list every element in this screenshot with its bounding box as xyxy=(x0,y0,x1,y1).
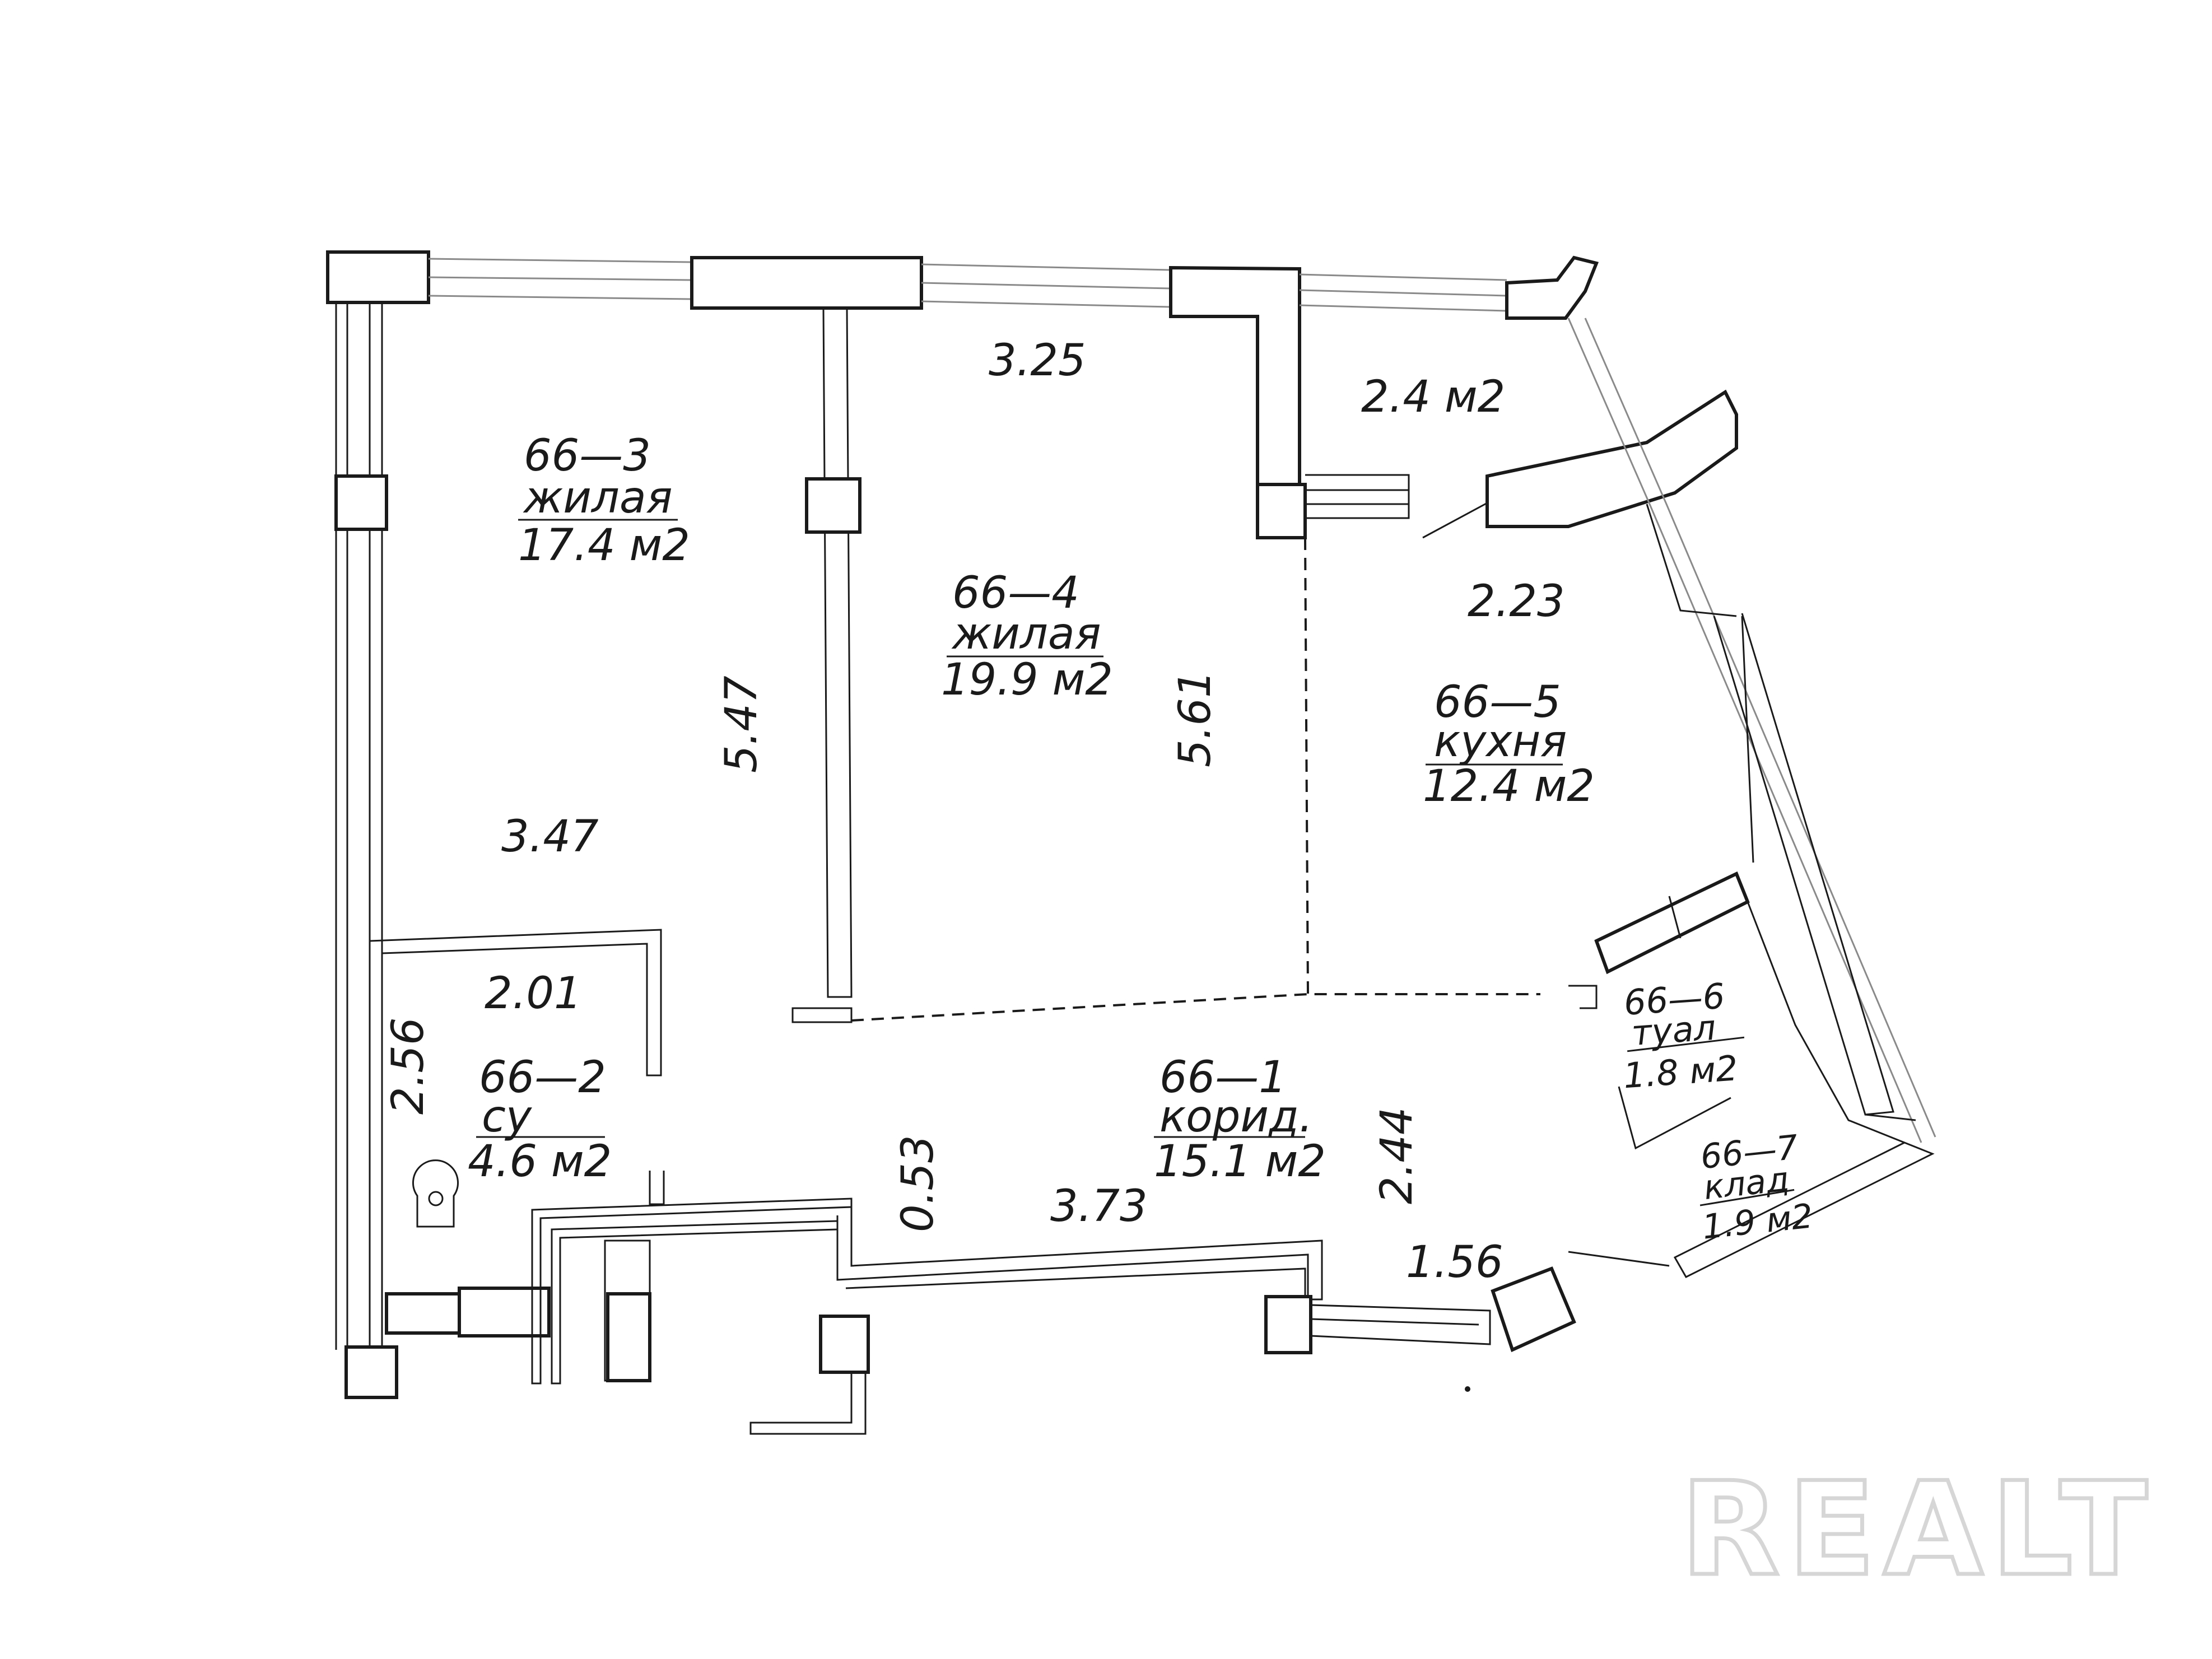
corridor-right-wall xyxy=(1310,1304,1491,1345)
room-area: 12.4 м2 xyxy=(1423,761,1595,812)
balcony-corner xyxy=(1505,255,1599,320)
bathroom-top-wall xyxy=(369,929,662,1077)
label-underline xyxy=(1699,1189,1795,1206)
corridor-right-pier xyxy=(1264,1295,1312,1354)
dimension-3-25: 3.25 xyxy=(989,335,1086,386)
dimension-2-23: 2.23 xyxy=(1468,576,1565,627)
bath-fixture-b xyxy=(458,1287,551,1338)
room-66-2-label: 66—2 су 4.6 м2 xyxy=(468,1052,612,1187)
door-swing xyxy=(1422,497,1496,539)
room-66-3-label: 66—3 жилая 17.4 м2 xyxy=(518,431,690,571)
dimension-1-56: 1.56 xyxy=(1406,1237,1503,1288)
entrance-wall-2 xyxy=(551,1220,839,1385)
room-name: корид. xyxy=(1159,1092,1313,1142)
left-wall xyxy=(334,302,398,1399)
wc-top-wall xyxy=(1594,871,1750,975)
dimension-5-61: 5.61 xyxy=(1170,670,1221,767)
entrance-door-jamb xyxy=(749,1372,867,1435)
dimension-0-53: 0.53 xyxy=(893,1135,943,1232)
room-area: 1.8 м2 xyxy=(1622,1047,1739,1096)
balcony-area: 2.4 м2 xyxy=(1361,372,1505,422)
entrance-wall-1 xyxy=(531,1197,853,1385)
dimension-2-44: 2.44 xyxy=(1372,1107,1422,1204)
room-area: 19.9 м2 xyxy=(941,655,1113,705)
right-wall xyxy=(1567,318,1936,1143)
room-area: 15.1 м2 xyxy=(1154,1136,1326,1187)
realt-watermark: REALT xyxy=(1680,1455,2155,1605)
balcony-door-pier xyxy=(1256,483,1307,539)
room-code: 66—2 xyxy=(479,1052,606,1103)
room-name: жилая xyxy=(951,609,1101,659)
bath-fixture-a xyxy=(385,1292,461,1335)
door-swing-closet xyxy=(1568,1251,1670,1267)
room-area: 17.4 м2 xyxy=(518,520,690,571)
sink-icon xyxy=(412,1159,459,1228)
label-underline xyxy=(1627,1036,1745,1052)
wc-door-jamb xyxy=(1568,985,1598,1009)
partition-line xyxy=(822,307,853,998)
left-bottom-pier xyxy=(344,1345,398,1399)
partition-foot xyxy=(791,1007,853,1023)
top-wall xyxy=(326,250,1599,486)
bathroom-door-jamb xyxy=(649,1171,665,1205)
corridor-right-corner xyxy=(1491,1266,1576,1353)
entrance-pier xyxy=(819,1315,870,1374)
wall-pier-top-middle xyxy=(690,256,923,310)
room-code: 66—5 xyxy=(1434,677,1561,728)
room-66-4-label: 66—4 жилая 19.9 м2 xyxy=(941,568,1113,705)
wall-pier-top-left xyxy=(326,250,430,304)
room-code: 66—6 xyxy=(1623,976,1726,1023)
right-wall-inner xyxy=(1646,504,1916,1121)
window-top-middle xyxy=(921,263,1171,308)
dimension-3-47: 3.47 xyxy=(501,812,599,862)
entrance-block xyxy=(531,1197,1670,1435)
dimension-3-73: 3.73 xyxy=(1050,1181,1148,1232)
shaft-1-fill xyxy=(606,1292,651,1382)
room-66-6-label: 66—6 туал 1.8 м2 xyxy=(1622,976,1745,1096)
window-top-left xyxy=(428,258,692,300)
left-wall-pier xyxy=(334,474,388,531)
room-name: кухня xyxy=(1434,716,1567,767)
left-wall-lines xyxy=(335,302,383,1350)
dashed-line-4-5 xyxy=(1304,537,1309,995)
room-code: 66—4 xyxy=(952,568,1079,618)
wc-closet-block xyxy=(1568,871,1935,1278)
kitchen-window-pier xyxy=(1485,389,1738,528)
sink-drain xyxy=(428,1191,444,1206)
room-name: жилая xyxy=(523,473,673,523)
corridor-bottom-wall xyxy=(836,1199,1323,1301)
scan-speck xyxy=(1465,1386,1470,1392)
wc-lower-wall xyxy=(1618,1086,1731,1150)
wall-pier-top-right xyxy=(1169,265,1301,486)
partition-pier xyxy=(805,477,861,534)
balcony-door-frame xyxy=(1305,474,1410,519)
room-code: 66—1 xyxy=(1159,1052,1287,1103)
room-name: су xyxy=(482,1092,533,1142)
room-66-1-label: 66—1 корид. 15.1 м2 xyxy=(1154,1052,1326,1187)
right-wall-step xyxy=(1741,616,1754,863)
dimension-5-47: 5.47 xyxy=(716,675,767,773)
room-code: 66—3 xyxy=(524,431,651,481)
room-name: клад xyxy=(1702,1159,1791,1208)
corridor-bottom-inner xyxy=(845,1267,1306,1299)
closet-walls xyxy=(1673,901,1935,1278)
room-name: туал xyxy=(1630,1007,1717,1054)
dimension-2-01: 2.01 xyxy=(485,968,582,1019)
balcony-door xyxy=(1256,389,1738,539)
room-66-5-label: 66—5 кухня 12.4 м2 xyxy=(1423,677,1595,812)
bathroom-walls xyxy=(369,929,665,1338)
room-66-7-label: 66—7 клад 1.9 м2 xyxy=(1698,1127,1814,1247)
wc-top-divider xyxy=(1668,896,1682,939)
right-wall-outer xyxy=(1567,318,1936,1143)
dimension-2-56: 2.56 xyxy=(383,1017,434,1115)
room-area: 4.6 м2 xyxy=(468,1136,612,1187)
dashed-line-corridor xyxy=(851,993,1540,1022)
window-balcony xyxy=(1299,273,1507,312)
partition-3-4 xyxy=(791,307,861,1023)
